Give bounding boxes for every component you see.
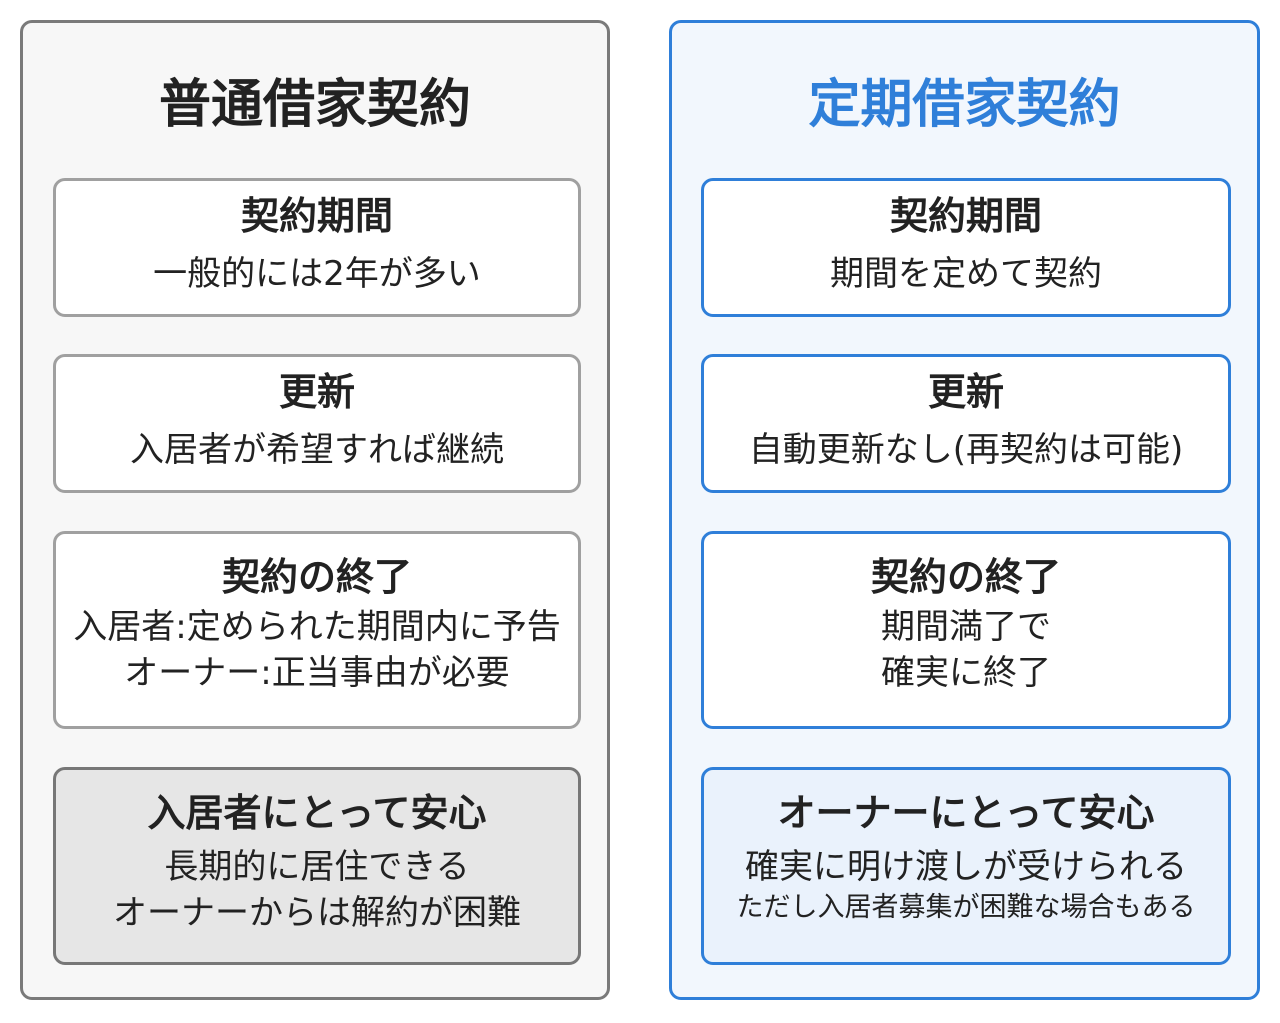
card-note: ただし入居者募集が困難な場合もある bbox=[736, 892, 1196, 923]
card-title: オーナーにとって安心 bbox=[777, 791, 1155, 835]
card-title: 契約期間 bbox=[240, 194, 393, 238]
card-text: 確実に終了 bbox=[881, 653, 1051, 693]
card-text: オーナー:正当事由が必要 bbox=[124, 653, 510, 693]
card-title: 入居者にとって安心 bbox=[147, 791, 487, 835]
card-text: 期間を定めて契約 bbox=[830, 254, 1102, 294]
fixed-term-lease-title: 定期借家契約 bbox=[808, 75, 1121, 135]
fixed-renewal-card: 更新 自動更新なし(再契約は可能) bbox=[701, 354, 1231, 493]
card-title: 更新 bbox=[927, 370, 1004, 414]
fixed-contract-period-card: 契約期間 期間を定めて契約 bbox=[701, 178, 1231, 317]
card-text: 確実に明け渡しが受けられる bbox=[745, 847, 1187, 887]
card-text: 入居者が希望すれば継続 bbox=[130, 430, 504, 470]
card-text: オーナーからは解約が困難 bbox=[113, 893, 521, 933]
card-title: 更新 bbox=[278, 370, 355, 414]
card-text: 期間満了で bbox=[881, 607, 1051, 647]
ordinary-termination-card: 契約の終了 入居者:定められた期間内に予告 オーナー:正当事由が必要 bbox=[53, 531, 581, 729]
card-text: 入居者:定められた期間内に予告 bbox=[73, 607, 561, 647]
card-text: 自動更新なし(再契約は可能) bbox=[748, 430, 1184, 470]
card-title: 契約の終了 bbox=[870, 555, 1061, 599]
ordinary-lease-column: 普通借家契約 契約期間 一般的には2年が多い 更新 入居者が希望すれば継続 契約… bbox=[20, 20, 610, 1000]
fixed-termination-card: 契約の終了 期間満了で 確実に終了 bbox=[701, 531, 1231, 729]
ordinary-tenant-benefit-card: 入居者にとって安心 長期的に居住できる オーナーからは解約が困難 bbox=[53, 767, 581, 965]
fixed-owner-benefit-card: オーナーにとって安心 確実に明け渡しが受けられる ただし入居者募集が困難な場合も… bbox=[701, 767, 1231, 965]
card-text: 長期的に居住できる bbox=[164, 847, 470, 887]
card-title: 契約の終了 bbox=[221, 555, 412, 599]
card-title: 契約期間 bbox=[889, 194, 1042, 238]
ordinary-contract-period-card: 契約期間 一般的には2年が多い bbox=[53, 178, 581, 317]
ordinary-renewal-card: 更新 入居者が希望すれば継続 bbox=[53, 354, 581, 493]
fixed-term-lease-column: 定期借家契約 契約期間 期間を定めて契約 更新 自動更新なし(再契約は可能) 契… bbox=[669, 20, 1260, 1000]
card-text: 一般的には2年が多い bbox=[153, 254, 481, 294]
ordinary-lease-title: 普通借家契約 bbox=[158, 75, 471, 135]
